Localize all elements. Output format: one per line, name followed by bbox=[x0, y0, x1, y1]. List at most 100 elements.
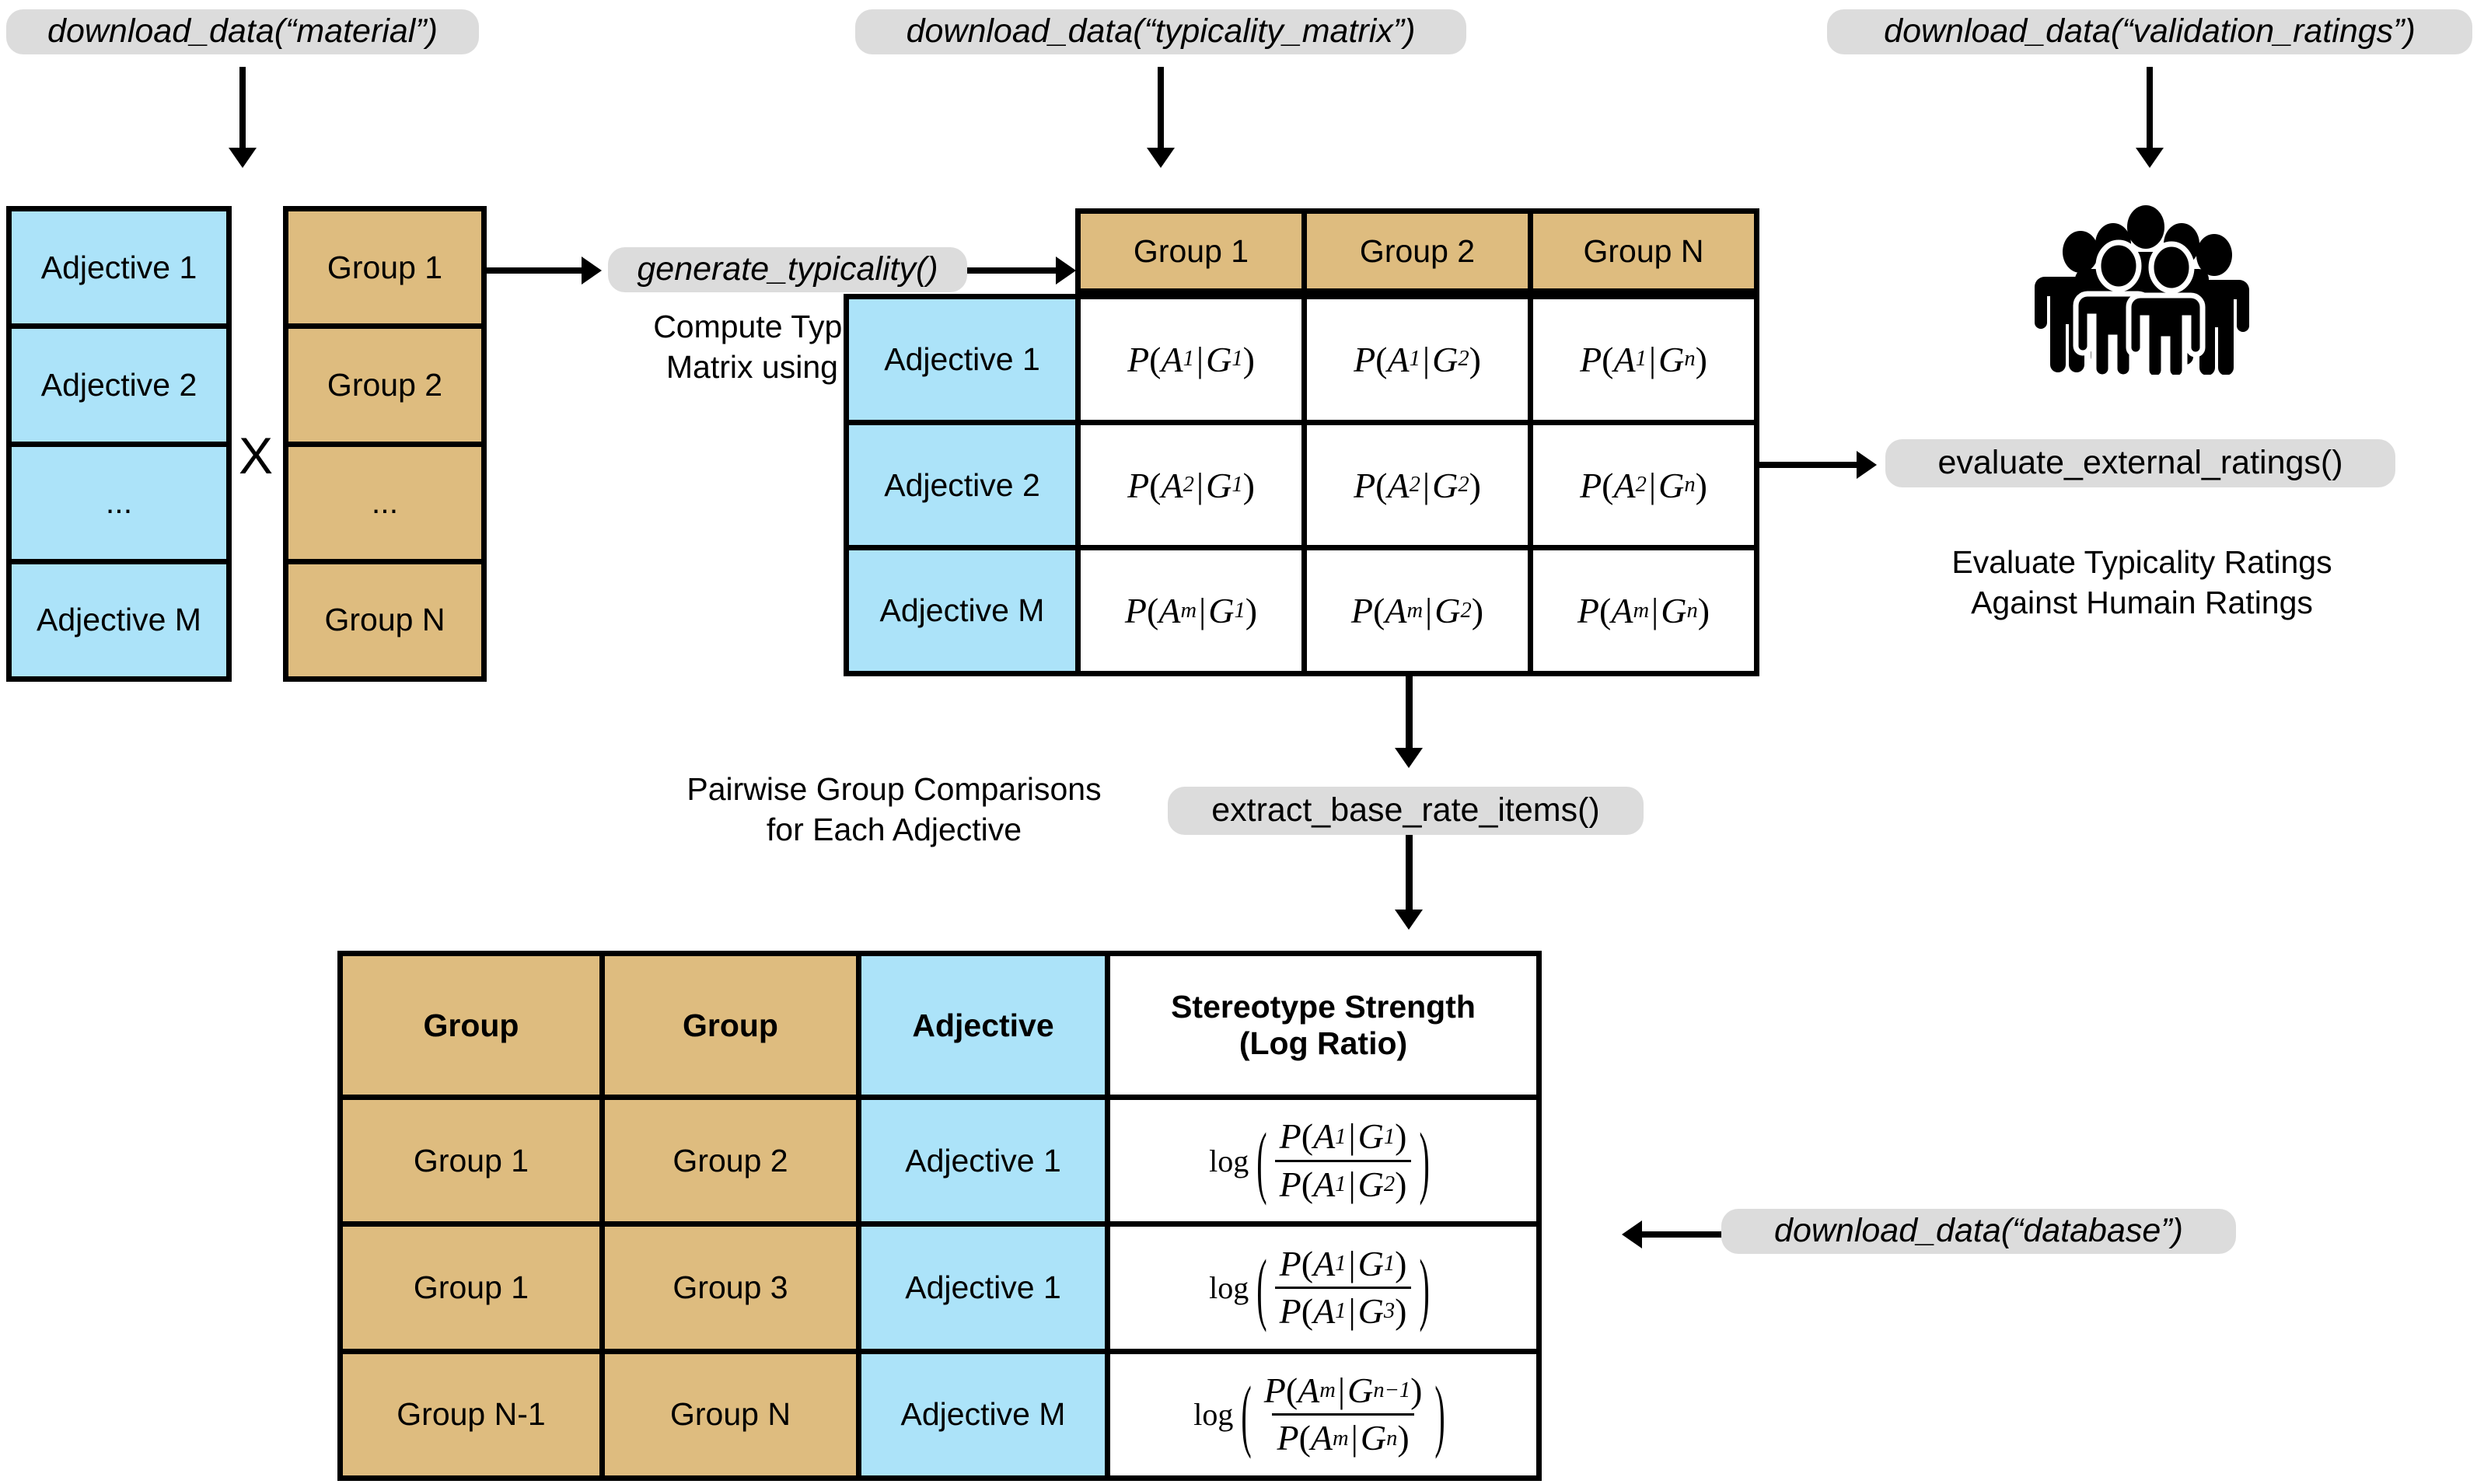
p-symbol: P bbox=[1279, 1290, 1301, 1331]
chip-download-typicality-matrix[interactable]: download_data(“typicality_matrix”) bbox=[855, 9, 1466, 54]
g-subscript: 3 bbox=[1383, 1299, 1396, 1324]
arrow-line-validation-ratings bbox=[2147, 67, 2153, 151]
cell-group-b[interactable]: Group N bbox=[599, 1353, 856, 1475]
a-subscript: 1 bbox=[1409, 347, 1420, 372]
chip-download-material[interactable]: download_data(“material”) bbox=[6, 9, 479, 54]
caption-pairwise-comparisons: Pairwise Group Comparisons for Each Adje… bbox=[687, 771, 1102, 847]
g-symbol: G bbox=[1360, 1418, 1387, 1458]
a-subscript: 1 bbox=[1335, 1124, 1347, 1149]
matrix-row-header[interactable]: Adjective M bbox=[849, 550, 1075, 672]
g-subscript: n bbox=[1684, 347, 1696, 372]
g-symbol: G bbox=[1206, 339, 1232, 379]
a-symbol: A bbox=[1158, 591, 1181, 631]
matrix-row-header[interactable]: Adjective 1 bbox=[849, 299, 1075, 420]
cell-adjective[interactable]: Adjective 1 bbox=[856, 1227, 1105, 1349]
chip-generate-typicality[interactable]: generate_typicality() bbox=[608, 247, 967, 292]
g-symbol: G bbox=[1357, 1164, 1384, 1204]
arrow-line-matrix-to-evaluate bbox=[1759, 462, 1860, 468]
a-subscript: 2 bbox=[1635, 473, 1647, 497]
right-paren: ) bbox=[1419, 1241, 1430, 1333]
adjective-cell[interactable]: ... bbox=[12, 446, 226, 559]
right-paren: ) bbox=[1434, 1369, 1445, 1461]
chip-download-validation-ratings[interactable]: download_data(“validation_ratings”) bbox=[1827, 9, 2472, 54]
base-rate-header-row: Group Group Adjective Stereotype Strengt… bbox=[343, 956, 1536, 1095]
column-header-adjective[interactable]: Adjective bbox=[856, 956, 1105, 1095]
base-rate-table: Group Group Adjective Stereotype Strengt… bbox=[337, 951, 1542, 1481]
g-subscript: n−1 bbox=[1373, 1378, 1411, 1403]
cell-group-a[interactable]: Group 1 bbox=[343, 1100, 599, 1222]
cell-adjective[interactable]: Adjective 1 bbox=[856, 1100, 1105, 1222]
matrix-header-row: Group 1 Group 2 Group N bbox=[1081, 214, 1754, 288]
adjective-cell[interactable]: Adjective 2 bbox=[12, 329, 226, 442]
a-symbol: A bbox=[1387, 465, 1410, 505]
g-subscript: 2 bbox=[1458, 473, 1469, 497]
arrow-line-to-generate bbox=[487, 267, 583, 274]
cell-adjective[interactable]: Adjective M bbox=[856, 1353, 1105, 1475]
a-symbol: A bbox=[1161, 465, 1183, 505]
a-subscript: 1 bbox=[1635, 347, 1647, 372]
a-subscript: m bbox=[1319, 1378, 1336, 1403]
p-symbol: P bbox=[1279, 1116, 1301, 1157]
cell-group-a[interactable]: Group N-1 bbox=[343, 1353, 599, 1475]
a-subscript: m bbox=[1180, 598, 1197, 623]
adjective-cell[interactable]: Adjective M bbox=[12, 564, 226, 676]
adjective-cell[interactable]: Adjective 1 bbox=[12, 211, 226, 324]
matrix-column-header[interactable]: Group 2 bbox=[1301, 214, 1528, 288]
arrow-head-material bbox=[229, 148, 257, 168]
g-symbol: G bbox=[1208, 591, 1235, 631]
g-subscript: 2 bbox=[1383, 1171, 1396, 1196]
g-symbol: G bbox=[1357, 1290, 1384, 1331]
arrow-head-matrix-to-evaluate bbox=[1857, 451, 1877, 479]
group-row: Group N bbox=[288, 558, 481, 676]
matrix-column-header[interactable]: Group N bbox=[1528, 214, 1754, 288]
p-symbol: P bbox=[1124, 591, 1148, 631]
arrow-head-matrix-to-extract bbox=[1395, 748, 1423, 768]
g-symbol: G bbox=[1357, 1243, 1384, 1283]
log-label: log bbox=[1193, 1397, 1234, 1433]
a-symbol: A bbox=[1387, 339, 1410, 379]
left-paren: ( bbox=[1256, 1241, 1267, 1333]
arrow-line-extract-to-table bbox=[1406, 835, 1413, 916]
a-subscript: 2 bbox=[1183, 473, 1194, 497]
arrow-line-typicality-matrix bbox=[1158, 67, 1164, 151]
right-paren: ) bbox=[1419, 1115, 1430, 1206]
a-symbol: A bbox=[1161, 339, 1183, 379]
matrix-column-header[interactable]: Group 1 bbox=[1081, 214, 1301, 288]
arrow-head-database-to-table bbox=[1622, 1220, 1642, 1248]
cell-group-a[interactable]: Group 1 bbox=[343, 1227, 599, 1349]
chip-download-database[interactable]: download_data(“database”) bbox=[1721, 1209, 2236, 1254]
arrow-head-extract-to-table bbox=[1395, 910, 1423, 930]
chip-extract-base-rate-items[interactable]: extract_base_rate_items() bbox=[1168, 787, 1644, 835]
p-symbol: P bbox=[1277, 1418, 1299, 1458]
column-header-stereotype-strength[interactable]: Stereotype Strength (Log Ratio) bbox=[1105, 956, 1536, 1095]
p-symbol: P bbox=[1127, 339, 1150, 379]
group-cell[interactable]: Group 2 bbox=[288, 329, 481, 442]
cell-group-b[interactable]: Group 3 bbox=[599, 1227, 856, 1349]
cell-group-b[interactable]: Group 2 bbox=[599, 1100, 856, 1222]
people-group-icon bbox=[2029, 204, 2262, 382]
a-subscript: m bbox=[1633, 598, 1650, 623]
group-cell[interactable]: Group N bbox=[288, 564, 481, 676]
g-subscript: 2 bbox=[1460, 598, 1472, 623]
chip-evaluate-external-ratings[interactable]: evaluate_external_ratings() bbox=[1885, 439, 2395, 487]
group-cell[interactable]: ... bbox=[288, 446, 481, 559]
cross-product-symbol: X bbox=[238, 427, 274, 484]
adjective-row: Adjective M bbox=[12, 558, 226, 676]
column-header-group-b[interactable]: Group bbox=[599, 956, 856, 1095]
a-subscript: 1 bbox=[1335, 1299, 1347, 1324]
group-cell[interactable]: Group 1 bbox=[288, 211, 481, 324]
column-header-group-a[interactable]: Group bbox=[343, 956, 599, 1095]
matrix-row-header[interactable]: Adjective 2 bbox=[849, 424, 1075, 546]
